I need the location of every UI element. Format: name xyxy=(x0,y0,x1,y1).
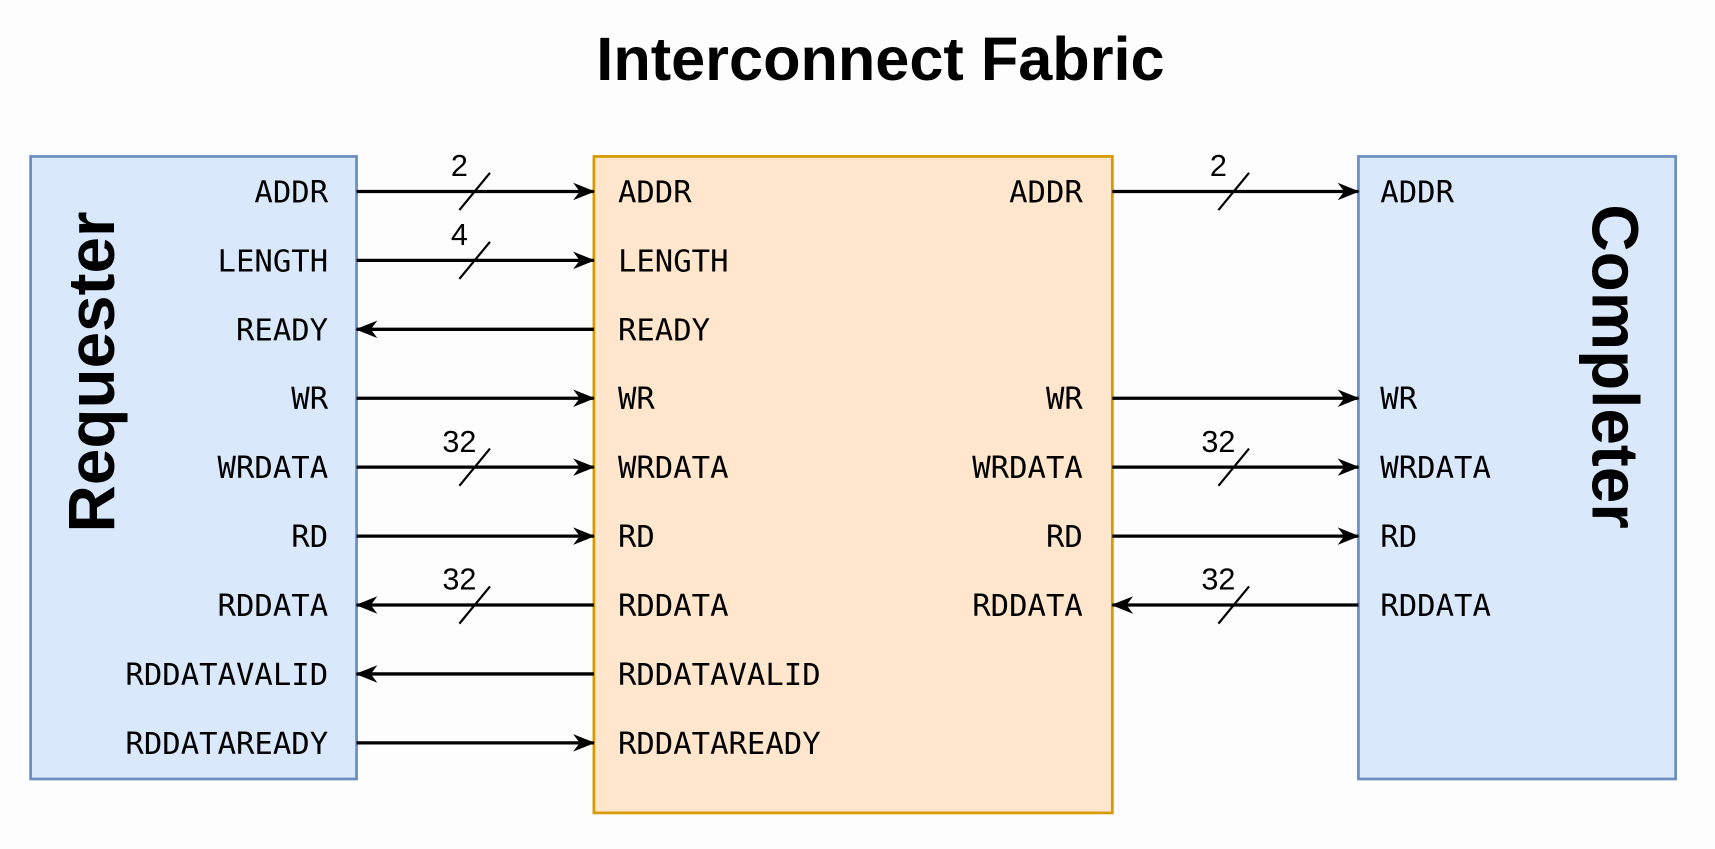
bus-width-label: 2 xyxy=(451,149,468,183)
bus-width-slash xyxy=(458,172,491,211)
fabric-left-port-rddataready: RDDATAREADY xyxy=(618,727,821,762)
fabric-left-port-rddata: RDDATA xyxy=(618,589,729,624)
fabric-right-port-wrdata: WRDATA xyxy=(972,451,1083,486)
completer-port-rddata: RDDATA xyxy=(1380,589,1491,624)
bus-width-slash xyxy=(1217,585,1250,625)
bus-width-slash xyxy=(458,447,491,487)
requester-port-rddata: RDDATA xyxy=(218,589,329,624)
requester-port-length: LENGTH xyxy=(218,244,329,279)
bus-width-label: 32 xyxy=(442,563,476,597)
fabric-right-port-rd: RD xyxy=(1046,520,1083,555)
bus-width-slash xyxy=(458,241,491,280)
bus-width-slash xyxy=(1217,172,1250,211)
bus-width-label: 32 xyxy=(1201,563,1235,597)
fabric-left-port-length: LENGTH xyxy=(618,244,729,279)
completer-port-wr: WR xyxy=(1380,382,1417,417)
completer-port-addr: ADDR xyxy=(1380,175,1454,210)
fabric-left-port-wrdata: WRDATA xyxy=(618,451,729,486)
requester-port-rddataready: RDDATAREADY xyxy=(125,727,328,762)
fabric-left-port-rddatavalid: RDDATAVALID xyxy=(618,658,821,693)
fabric-right-port-rddata: RDDATA xyxy=(972,589,1083,624)
requester-block xyxy=(29,155,358,781)
completer-block xyxy=(1357,155,1677,781)
requester-port-rd: RD xyxy=(291,520,328,555)
fabric-right-port-addr: ADDR xyxy=(1009,175,1083,210)
fabric-block xyxy=(592,155,1114,815)
requester-port-ready: READY xyxy=(236,313,328,348)
bus-width-label: 32 xyxy=(442,425,476,459)
fabric-left-port-ready: READY xyxy=(618,313,710,348)
bus-width-slash xyxy=(458,585,491,625)
completer-port-wrdata: WRDATA xyxy=(1380,451,1491,486)
fabric-left-port-wr: WR xyxy=(618,382,655,417)
bus-width-label: 2 xyxy=(1210,149,1227,183)
completer-port-rd: RD xyxy=(1380,520,1417,555)
fabric-left-port-rd: RD xyxy=(618,520,655,555)
bus-width-label: 32 xyxy=(1201,425,1235,459)
requester-label: Requester xyxy=(55,211,128,532)
fabric-right-port-wr: WR xyxy=(1046,382,1083,417)
completer-label: Completer xyxy=(1579,204,1652,529)
diagram-title: Interconnect Fabric xyxy=(596,25,1164,93)
bus-width-label: 4 xyxy=(451,218,468,252)
requester-port-addr: ADDR xyxy=(254,175,328,210)
requester-port-wrdata: WRDATA xyxy=(218,451,329,486)
bus-width-slash xyxy=(1217,447,1250,487)
fabric-left-port-addr: ADDR xyxy=(618,175,692,210)
requester-port-wr: WR xyxy=(291,382,328,417)
requester-port-rddatavalid: RDDATAVALID xyxy=(125,658,328,693)
